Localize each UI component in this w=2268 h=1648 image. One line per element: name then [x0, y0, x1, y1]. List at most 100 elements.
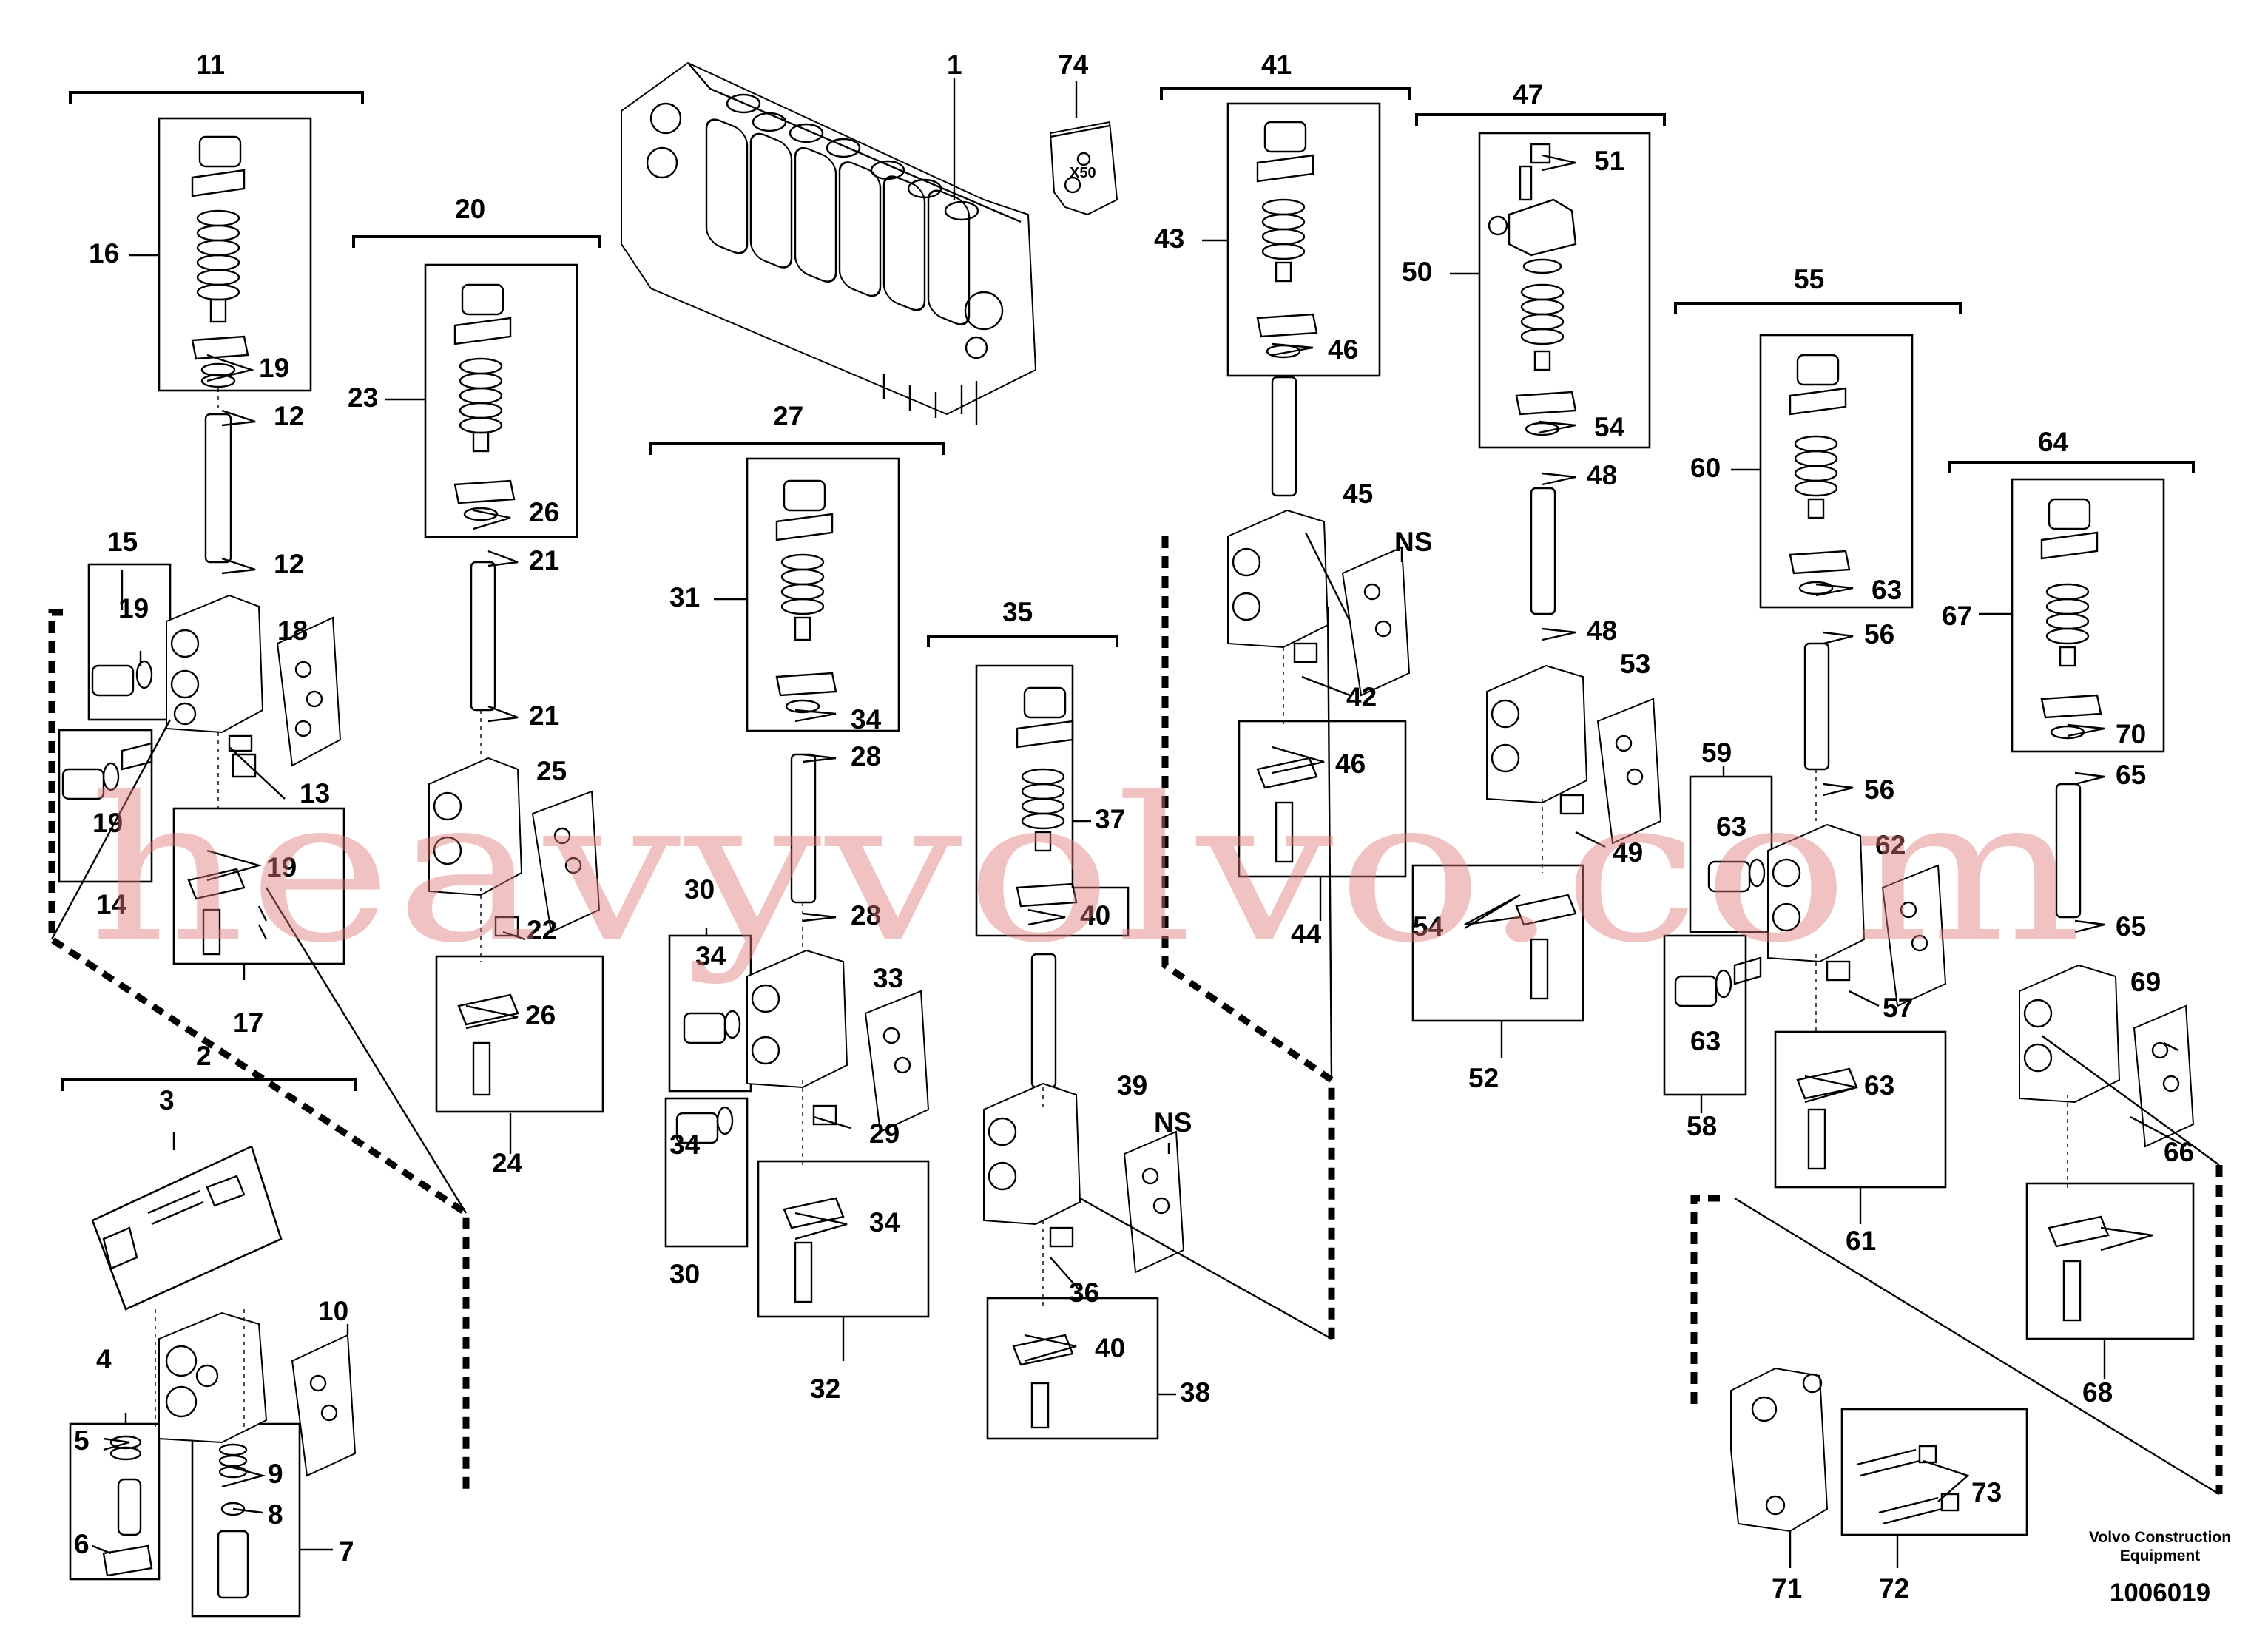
group-47: [1411, 113, 1666, 1022]
callout-28-upper: 28: [851, 741, 881, 771]
callout-68: 68: [2082, 1377, 2113, 1408]
leader-lines: [92, 78, 2187, 1568]
callout-34-c: 34: [669, 1129, 701, 1160]
brand-line-1: Volvo Construction: [2089, 1529, 2231, 1546]
callout-54-lower: 54: [1413, 911, 1444, 942]
callout-21-lower: 21: [529, 700, 559, 731]
seal-kit-bag-drawing: X50: [1049, 121, 1118, 216]
callout-23: 23: [348, 382, 378, 413]
callout-53: 53: [1620, 649, 1650, 679]
callout-48-upper: 48: [1587, 460, 1617, 490]
callout-11: 11: [196, 50, 225, 80]
callout-28-lower: 28: [851, 900, 881, 931]
callout-5: 5: [74, 1425, 90, 1456]
callout-60: 60: [1690, 453, 1721, 483]
callout-58: 58: [1687, 1111, 1717, 1141]
callout-51: 51: [1594, 146, 1624, 176]
callout-34-a: 34: [851, 704, 882, 734]
callout-41: 41: [1261, 50, 1292, 80]
callout-30-upper: 30: [684, 874, 715, 905]
callout-4: 4: [96, 1344, 112, 1374]
callout-10: 10: [318, 1296, 348, 1326]
callout-40-upper: 40: [1080, 900, 1110, 931]
group-35: [927, 635, 1185, 1440]
callout-50: 50: [1402, 257, 1432, 287]
callout-15: 15: [107, 527, 138, 557]
callout-22: 22: [527, 915, 557, 945]
callout-63-b: 63: [1716, 811, 1746, 842]
callout-30-lower: 30: [669, 1259, 700, 1289]
callout-63-c: 63: [1690, 1026, 1721, 1056]
main-control-valve-drawing: [621, 61, 1037, 425]
callout-69: 69: [2130, 967, 2161, 997]
outlet-section-71-72: [1730, 1367, 2028, 1536]
callout-ns-upper: NS: [1394, 527, 1432, 557]
callout-32: 32: [810, 1374, 840, 1404]
callout-66: 66: [2164, 1137, 2194, 1167]
callout-1: 1: [947, 50, 962, 80]
callout-2: 2: [196, 1041, 212, 1071]
callout-61: 61: [1846, 1226, 1876, 1256]
brand-line-2: Equipment: [2120, 1547, 2201, 1564]
group-41: [1160, 87, 1411, 878]
callout-40-lower: 40: [1095, 1333, 1125, 1363]
callout-8: 8: [268, 1499, 283, 1530]
callout-19-a: 19: [259, 353, 289, 383]
callout-72: 72: [1879, 1573, 1909, 1604]
group-20: [352, 235, 604, 1113]
callout-65-lower: 65: [2116, 911, 2146, 942]
callout-13: 13: [300, 778, 330, 808]
callout-6: 6: [74, 1529, 90, 1559]
callout-27: 27: [773, 401, 803, 431]
callout-3: 3: [159, 1085, 175, 1115]
callout-47: 47: [1513, 79, 1543, 109]
callout-20: 20: [455, 194, 485, 224]
callout-54-upper: 54: [1594, 412, 1625, 442]
document-number: 1006019: [2110, 1578, 2210, 1607]
callout-9: 9: [268, 1459, 283, 1489]
callout-33: 33: [873, 963, 903, 993]
dashed-connection-lines: [48, 536, 2223, 1496]
callout-63-d: 63: [1864, 1070, 1894, 1101]
callout-52: 52: [1468, 1063, 1499, 1093]
kit-quantity-label: X50: [1070, 165, 1096, 181]
callout-19-b: 19: [118, 593, 149, 624]
callout-19-d: 19: [266, 852, 297, 882]
callout-56-lower: 56: [1864, 774, 1894, 805]
callout-56-upper: 56: [1864, 619, 1894, 649]
callout-18: 18: [277, 615, 308, 646]
callout-49: 49: [1613, 837, 1643, 868]
callout-46-lower: 46: [1335, 749, 1366, 779]
callout-35: 35: [1002, 597, 1033, 627]
callout-62: 62: [1875, 830, 1906, 860]
callout-16: 16: [89, 238, 119, 269]
callout-71: 71: [1772, 1573, 1802, 1604]
callout-37: 37: [1095, 804, 1125, 834]
callout-55: 55: [1794, 264, 1824, 294]
callout-45: 45: [1343, 479, 1373, 509]
callout-44: 44: [1291, 919, 1322, 949]
callout-12-lower: 12: [274, 549, 304, 579]
callout-19-c: 19: [92, 808, 123, 838]
group-2: [61, 1078, 357, 1618]
callout-34-d: 34: [869, 1207, 900, 1237]
callout-57: 57: [1883, 993, 1913, 1023]
callout-63-a: 63: [1872, 575, 1902, 605]
callout-43: 43: [1154, 223, 1184, 254]
callout-74: 74: [1058, 50, 1089, 80]
callout-70: 70: [2116, 719, 2146, 749]
watermark-text: heavyvolvo.com: [89, 754, 2086, 987]
callout-38: 38: [1180, 1377, 1210, 1408]
callout-42: 42: [1346, 682, 1377, 712]
callout-46-upper: 46: [1328, 334, 1358, 365]
callout-12-upper: 12: [274, 401, 304, 431]
callout-14: 14: [96, 889, 127, 919]
group-27: [649, 442, 945, 1318]
callout-21-upper: 21: [529, 545, 559, 575]
callout-73: 73: [1971, 1477, 2002, 1507]
callout-67: 67: [1942, 601, 1972, 631]
callout-36: 36: [1069, 1277, 1099, 1308]
callout-25: 25: [536, 756, 567, 786]
callout-64: 64: [2038, 427, 2069, 457]
